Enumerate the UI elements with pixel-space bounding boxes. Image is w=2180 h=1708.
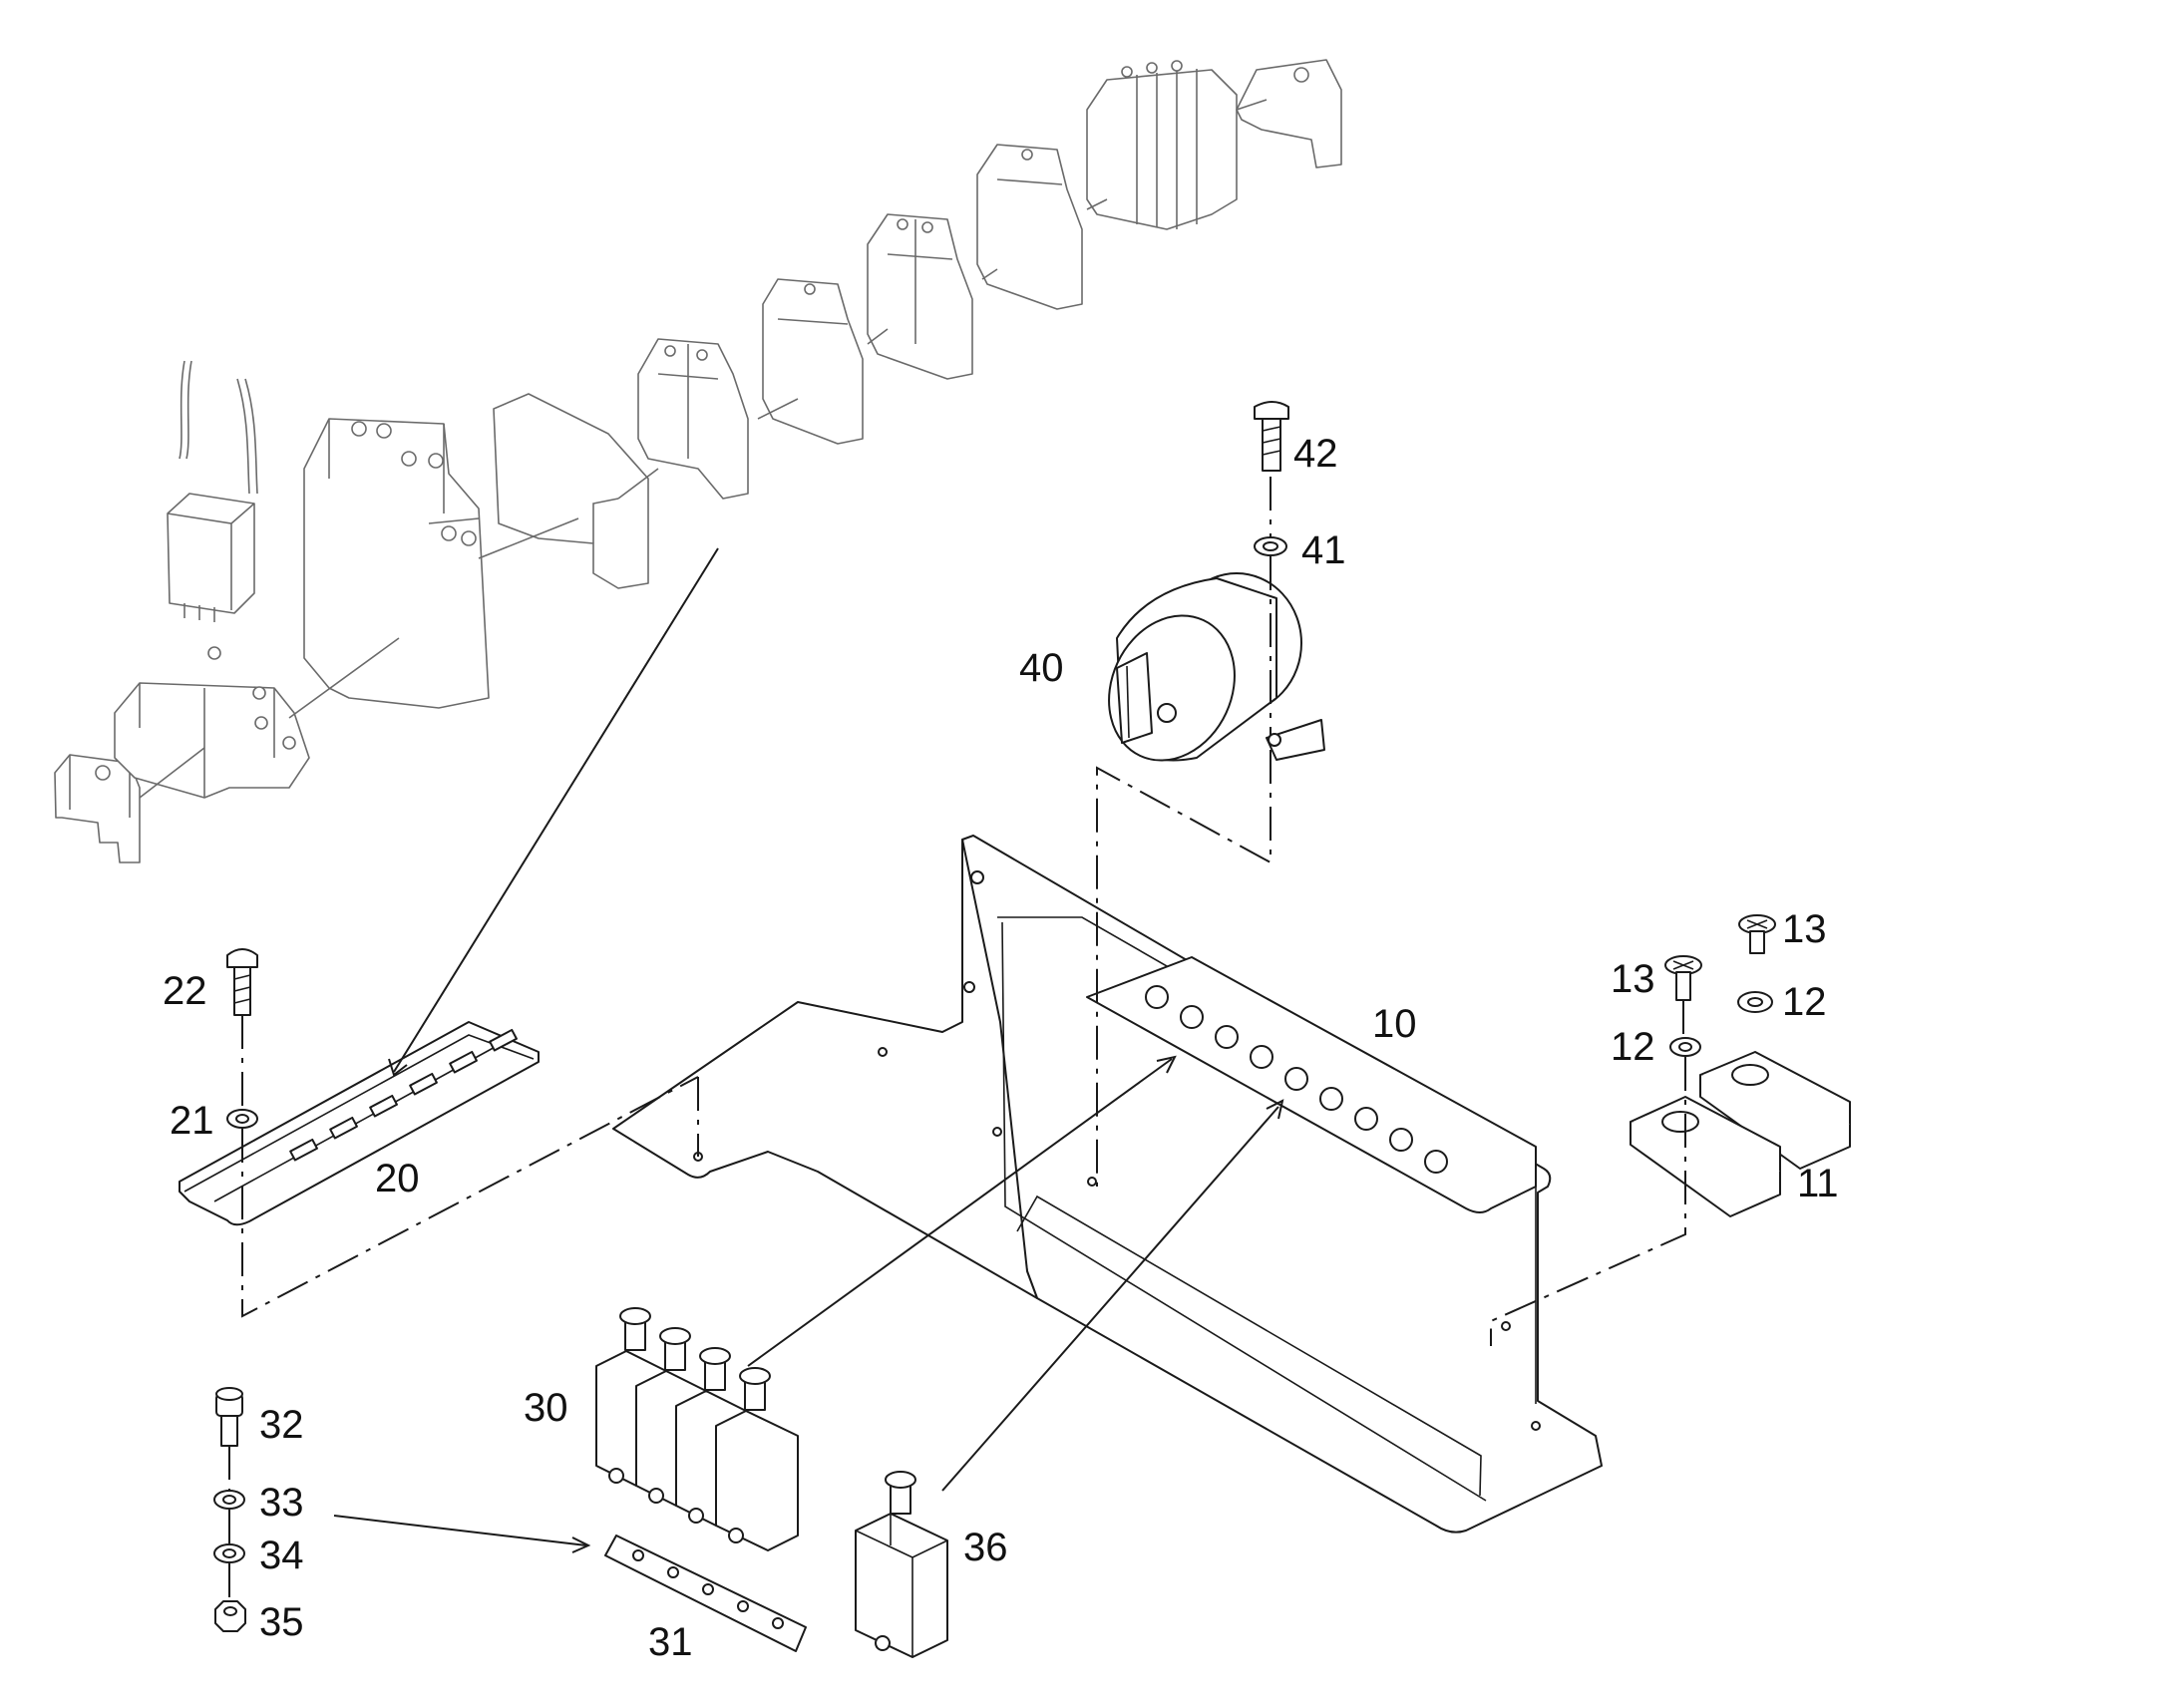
assembly-centerlines	[228, 477, 1686, 1601]
leader-lines	[333, 547, 1284, 1553]
callout-36: 36	[963, 1526, 1008, 1569]
callout-32: 32	[259, 1403, 304, 1447]
callout-41: 41	[1301, 528, 1346, 572]
callout-20: 20	[375, 1157, 420, 1200]
mounting-strip	[604, 1535, 807, 1652]
circuit-breaker-single	[855, 1471, 948, 1658]
callout-42: 42	[1293, 432, 1338, 476]
lock-washer-34	[213, 1543, 245, 1563]
callout-40: 40	[1019, 646, 1064, 690]
screw-42	[1254, 401, 1289, 472]
callout-30: 30	[524, 1386, 568, 1430]
clamp-blocks	[1630, 1051, 1851, 1217]
circuit-breaker-bank	[595, 1307, 799, 1551]
callout-12-upper: 12	[1782, 980, 1827, 1024]
callout-34: 34	[259, 1534, 304, 1577]
washer-12-upper	[1737, 991, 1773, 1013]
callout-10: 10	[1372, 1002, 1417, 1046]
callout-22: 22	[163, 969, 207, 1013]
callout-12-lower: 12	[1611, 1025, 1655, 1069]
solenoid	[1108, 572, 1325, 762]
callout-labels: 10 11 12 12 13 13 20 21 22 30 31 32 33 3…	[163, 432, 1839, 1664]
callout-13-lower: 13	[1611, 957, 1655, 1001]
screw-22	[226, 948, 258, 1016]
callout-11: 11	[1797, 1162, 1839, 1205]
washer-33	[213, 1490, 245, 1510]
callout-21: 21	[170, 1099, 214, 1143]
nut-35	[214, 1600, 246, 1632]
callout-13-upper: 13	[1782, 907, 1827, 951]
callout-35: 35	[259, 1600, 304, 1644]
screw-13-lower	[1664, 955, 1702, 1001]
din-rail	[179, 1021, 540, 1226]
washer-21	[226, 1109, 258, 1129]
washer-12-lower	[1669, 1037, 1701, 1057]
callout-31: 31	[648, 1620, 693, 1664]
callout-33: 33	[259, 1481, 304, 1525]
din-rail-component-group	[54, 59, 1342, 863]
screw-13-upper	[1738, 914, 1776, 954]
washer-41	[1254, 536, 1287, 556]
cap-screw-32	[215, 1387, 243, 1447]
